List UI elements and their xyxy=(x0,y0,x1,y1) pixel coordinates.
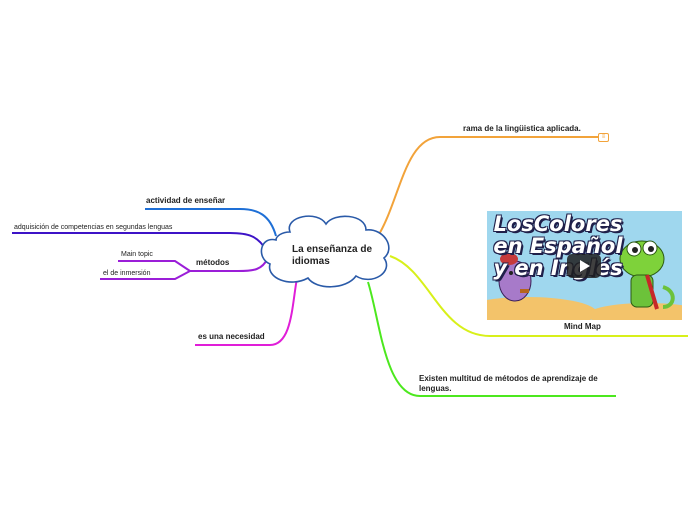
branch-mind-map[interactable]: Mind Map xyxy=(564,322,601,332)
central-topic[interactable]: La enseñanza de idiomas xyxy=(292,244,382,268)
note-icon[interactable]: ≡ xyxy=(598,133,609,142)
branch-line-adquisicion xyxy=(12,233,266,250)
branch-adquisicion[interactable]: adquisición de competencias en segundas … xyxy=(14,223,172,232)
branch-actividad[interactable]: actividad de enseñar xyxy=(146,196,225,206)
chameleon-figure xyxy=(620,241,664,277)
video-title: LosColores en Español y en Inglés xyxy=(493,213,623,279)
branch-rama[interactable]: rama de la lingüistica aplicada. xyxy=(463,124,581,134)
branch-existen[interactable]: Existen multitud de métodos de aprendiza… xyxy=(419,374,614,394)
branch-metodos[interactable]: métodos xyxy=(196,258,229,268)
play-button[interactable] xyxy=(567,254,601,278)
branch-inmersion[interactable]: el de inmersión xyxy=(103,269,150,278)
branch-main-topic[interactable]: Main topic xyxy=(121,250,153,259)
branch-necesidad[interactable]: es una necesidad xyxy=(198,332,265,342)
